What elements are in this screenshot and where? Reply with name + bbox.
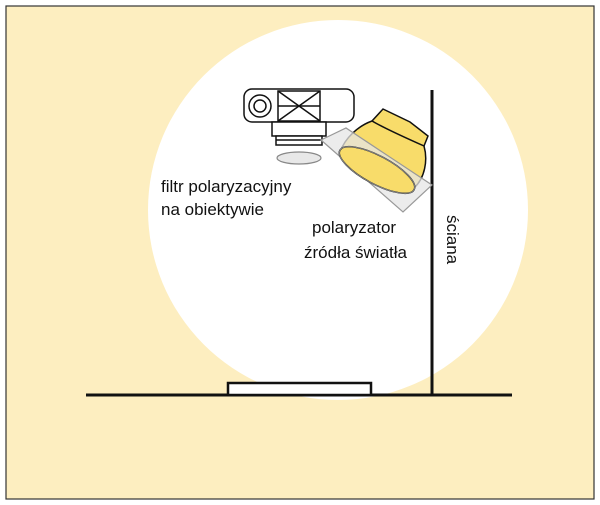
light-polarizer-label-line2: źródła światła — [304, 243, 408, 262]
lens-filter-label-line1: filtr polaryzacyjny — [161, 177, 292, 196]
light-polarizer-label-line1: polaryzator — [312, 218, 396, 237]
wall-label: ściana — [443, 215, 462, 265]
lamp-icon — [319, 108, 433, 213]
object-on-floor — [226, 381, 373, 397]
lens-filter-icon — [276, 151, 322, 165]
lens-filter-label-line2: na obiektywie — [161, 200, 264, 219]
camera-icon — [243, 88, 355, 146]
